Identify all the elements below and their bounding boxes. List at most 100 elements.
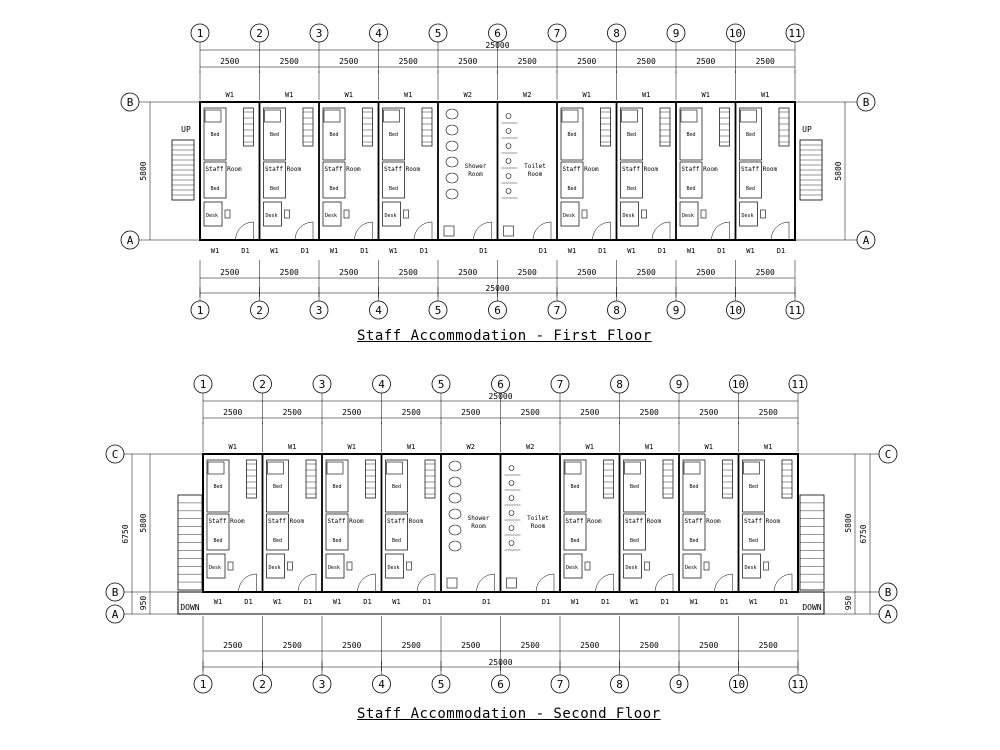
dimension-bay-bottom: 2500: [699, 641, 718, 650]
staff-room-label: Staff Room: [681, 166, 718, 173]
bed-pillow: [326, 461, 344, 475]
desk-label: Desk: [685, 565, 697, 571]
dimension-bay-top: 2500: [220, 57, 239, 66]
bed-label: Bed: [686, 132, 695, 138]
toilet-fixture: [508, 510, 515, 516]
bed: [620, 107, 643, 161]
toilet-room-label: Toilet: [524, 163, 546, 170]
door-swing: [235, 221, 254, 241]
row-label-right: B: [885, 586, 892, 599]
bed: [560, 107, 584, 161]
grid-axis-number-bottom: 11: [788, 304, 801, 317]
grid-axis-number-bottom: 9: [673, 304, 680, 317]
bed: [382, 161, 405, 199]
toilet-room-label: Room: [531, 523, 546, 530]
dimension-bay-top: 2500: [699, 408, 718, 417]
window-label-top: W1: [345, 91, 353, 99]
grid-axis-number-bottom: 8: [616, 678, 623, 691]
door-label-bottom: D1: [601, 598, 609, 606]
grid-axis-number-bottom: 6: [494, 304, 501, 317]
door-swing: [354, 221, 373, 241]
door-swing: [714, 573, 733, 593]
grid-axis-number-bottom: 7: [554, 304, 561, 317]
grid-axis-number-top: 2: [256, 27, 263, 40]
shower-fixture: [445, 108, 459, 120]
floor-drain: [506, 577, 517, 589]
dimension-bay-top: 2500: [637, 57, 656, 66]
toilet-fixture: [505, 188, 512, 194]
row-label-left: B: [127, 96, 134, 109]
bed: [620, 161, 643, 199]
bed: [325, 459, 349, 513]
grid-axis-number-top: 6: [497, 378, 504, 391]
bed-pillow: [264, 109, 281, 123]
bed-pillow: [621, 109, 638, 123]
door-label-bottom: D1: [658, 247, 666, 255]
window-label-bottom: W1: [273, 598, 281, 606]
door-swing: [238, 573, 257, 593]
window-label-bottom: W1: [687, 247, 695, 255]
bed-label: Bed: [689, 538, 698, 544]
dimension-bay-bottom: 2500: [521, 641, 540, 650]
dimension-bay-top: 2500: [458, 57, 477, 66]
staff-room-label: Staff Room: [625, 518, 662, 525]
grid-axis-number-bottom: 8: [613, 304, 620, 317]
staff-room-label: Staff Room: [268, 518, 305, 525]
door-swing: [711, 221, 730, 241]
window-label-top: W1: [702, 91, 710, 99]
bed-pillow: [383, 109, 400, 123]
bed: [682, 513, 706, 551]
grid-axis-number-top: 7: [557, 378, 564, 391]
bed: [739, 161, 762, 199]
row-label-left: B: [112, 586, 119, 599]
shower-fixture: [445, 140, 459, 152]
window-label-top: W1: [583, 91, 591, 99]
desk-label: Desk: [566, 565, 578, 571]
grid-axis-number-top: 11: [788, 27, 801, 40]
cabinet: [600, 107, 611, 147]
bed: [739, 107, 762, 161]
grid-axis-number-top: 5: [435, 27, 442, 40]
door-label-bottom: D1: [241, 247, 249, 255]
grid-axis-number-bottom: 4: [375, 304, 382, 317]
window-label-top: W2: [467, 443, 475, 451]
bed-label: Bed: [749, 538, 758, 544]
dimension-bay-top: 2500: [342, 408, 361, 417]
staff-room-label: Staff Room: [324, 166, 361, 173]
window-label-bottom: W1: [627, 247, 635, 255]
staff-room-label: Staff Room: [684, 518, 721, 525]
bed: [742, 459, 765, 513]
chair: [584, 561, 591, 571]
desk: [206, 553, 226, 579]
cabinet: [362, 107, 373, 147]
bed: [322, 161, 346, 199]
window-label-bottom: W1: [690, 598, 698, 606]
dimension-bay-top: 2500: [756, 57, 775, 66]
dimension-bay-top: 2500: [402, 408, 421, 417]
dimension-depth: 5800: [139, 161, 148, 180]
chair: [703, 561, 710, 571]
bed: [385, 459, 408, 513]
window-label-bottom: W1: [270, 247, 278, 255]
window-label-top: W1: [705, 443, 713, 451]
dimension-bay-bottom: 2500: [756, 268, 775, 277]
dimension-bay-top: 2500: [283, 408, 302, 417]
door-label-bottom: D1: [720, 598, 728, 606]
desk: [620, 201, 639, 227]
door-swing: [357, 573, 376, 593]
bed-label: Bed: [329, 132, 338, 138]
dimension-bay-top: 2500: [696, 57, 715, 66]
cabinet: [424, 459, 436, 499]
bed: [203, 107, 227, 161]
chair: [644, 561, 650, 571]
floor-drain: [503, 225, 514, 237]
bed-label: Bed: [270, 132, 279, 138]
dimension-depth: 950: [844, 596, 853, 611]
window-label-bottom: W1: [392, 598, 400, 606]
dimension-bay-bottom: 2500: [283, 641, 302, 650]
grid-axis-number-bottom: 1: [197, 304, 204, 317]
shower-fixture: [445, 172, 459, 184]
door-swing: [476, 573, 495, 593]
bed-label: Bed: [213, 538, 222, 544]
bed-label: Bed: [332, 538, 341, 544]
